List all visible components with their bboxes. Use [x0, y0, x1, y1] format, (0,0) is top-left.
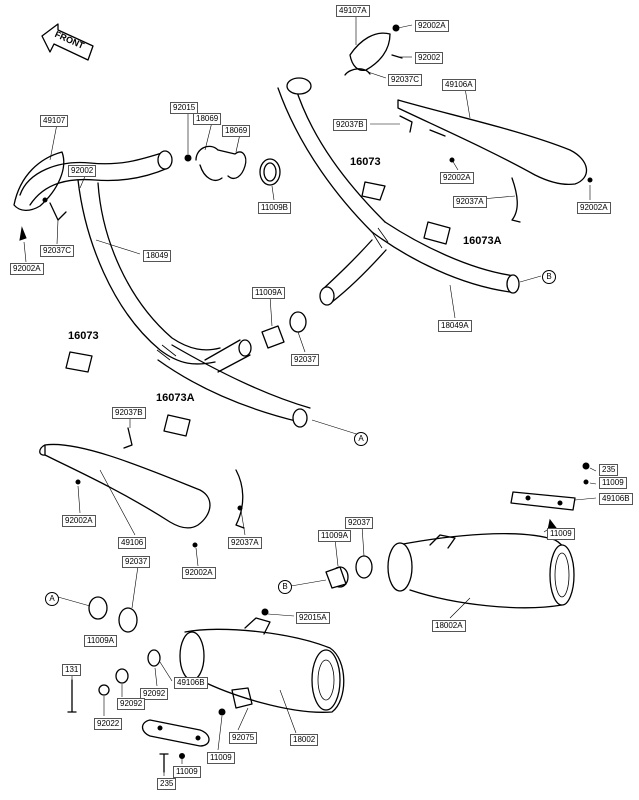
part-label-l31: 92037A [228, 537, 262, 549]
part-label-l02: 92002A [415, 20, 449, 32]
hardware-bolts [67, 649, 161, 713]
part-label-l09: 18069 [193, 113, 222, 125]
clamp-pair [184, 145, 281, 186]
part-label-l24: 11009 [599, 477, 627, 489]
part-label-l15: 11009B [258, 202, 291, 214]
part-label-l28: 11009A [318, 530, 351, 542]
right-muffler [387, 462, 590, 609]
lower-left-heat-shield [39, 427, 245, 548]
part-label-l01: 49107A [336, 5, 370, 17]
part-label-l03: 92002 [415, 52, 444, 64]
part-label-l45: 11009 [173, 766, 201, 778]
mounting-bracket [141, 719, 210, 773]
part-label-l19: 11009A [252, 287, 285, 299]
part-label-l35: 18002A [432, 620, 466, 632]
part-label-l22: 92037B [112, 407, 146, 419]
part-label-l27: 92037 [345, 517, 374, 529]
gasket-parts [65, 181, 451, 437]
part-label-l42: 92075 [229, 732, 258, 744]
part-label-l18: 92002A [10, 263, 44, 275]
part-label-l41: 92022 [94, 718, 123, 730]
long-heat-shield-upper [397, 99, 593, 223]
part-label-l34: 92015A [296, 612, 330, 624]
part-label-l21: 92037 [291, 354, 320, 366]
part-label-l43: 18002 [290, 734, 319, 746]
part-label-l32: 92037 [122, 556, 151, 568]
part-label-l17: 18049 [143, 250, 172, 262]
connection-marker-m4: A [45, 592, 59, 606]
part-label-l16: 92037C [40, 245, 75, 257]
connector-tubes [88, 311, 373, 633]
part-label-l06: 92037B [333, 119, 367, 131]
part-label-l14: 92002A [577, 202, 611, 214]
connection-marker-m2: A [354, 432, 368, 446]
connection-marker-m1: B [542, 270, 556, 284]
part-label-l30: 49106 [118, 537, 147, 549]
right-header-pipe [277, 77, 520, 306]
upper-heat-shield [344, 24, 403, 76]
part-label-l08: 92015 [170, 102, 199, 114]
part-label-l20: 18049A [438, 320, 472, 332]
gasket-label-b3: 16073 [68, 330, 99, 342]
front-arrow-icon [41, 23, 94, 61]
part-label-l23: 235 [599, 464, 619, 476]
connection-marker-m3: B [278, 580, 292, 594]
gasket-label-b2: 16073A [463, 235, 502, 247]
left-header-pipe [19, 150, 311, 428]
part-label-l33: 92002A [182, 567, 216, 579]
part-label-l25: 49106B [599, 493, 633, 505]
part-label-l05: 49106A [442, 79, 476, 91]
part-label-l07: 49107 [40, 115, 69, 127]
part-label-l11: 92002 [68, 165, 97, 177]
part-label-l13: 92037A [453, 196, 487, 208]
part-label-l39: 92092 [140, 688, 169, 700]
part-label-l40: 92092 [117, 698, 146, 710]
part-label-l46: 235 [157, 778, 177, 790]
part-label-l37: 131 [62, 664, 82, 676]
gasket-label-b4: 16073A [156, 392, 195, 404]
part-label-l10: 18069 [222, 125, 251, 137]
leader-lines [23, 14, 597, 776]
part-label-l29: 11009 [547, 528, 575, 540]
part-label-l26: 92002A [62, 515, 96, 527]
gasket-label-b1: 16073 [350, 156, 381, 168]
part-label-l36: 11009A [84, 635, 117, 647]
part-label-l38: 49106B [174, 677, 208, 689]
part-label-l12: 92002A [440, 172, 474, 184]
left-muffler [179, 608, 345, 716]
part-label-l04: 92037C [388, 74, 423, 86]
part-label-l44: 11009 [207, 752, 235, 764]
